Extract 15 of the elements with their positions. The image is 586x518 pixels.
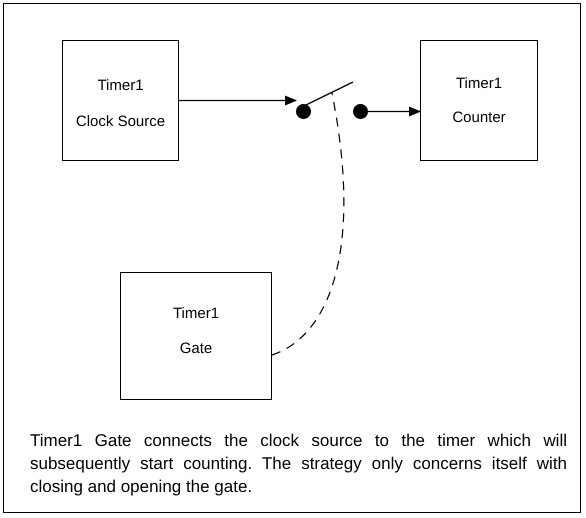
block-box — [420, 40, 538, 161]
block-label: Clock Source — [74, 113, 166, 130]
contact-dot — [296, 104, 311, 119]
block-title: Timer1 — [172, 305, 220, 322]
block-label: Gate — [178, 340, 214, 357]
block-box — [62, 40, 179, 161]
caption: Timer1 Gate connects the clock source to the timer which will subsequently start counting. The strategy only concerns itself with closing and opening the gate. — [30, 430, 567, 498]
block-title: Timer1 — [96, 77, 145, 94]
block-title: Timer1 — [454, 75, 504, 92]
arrow — [179, 96, 297, 106]
arrow — [368, 106, 421, 116]
block-label: Counter — [451, 109, 507, 126]
dashed-connector — [272, 92, 344, 356]
block-box — [120, 272, 272, 400]
contact-dot — [353, 104, 368, 119]
